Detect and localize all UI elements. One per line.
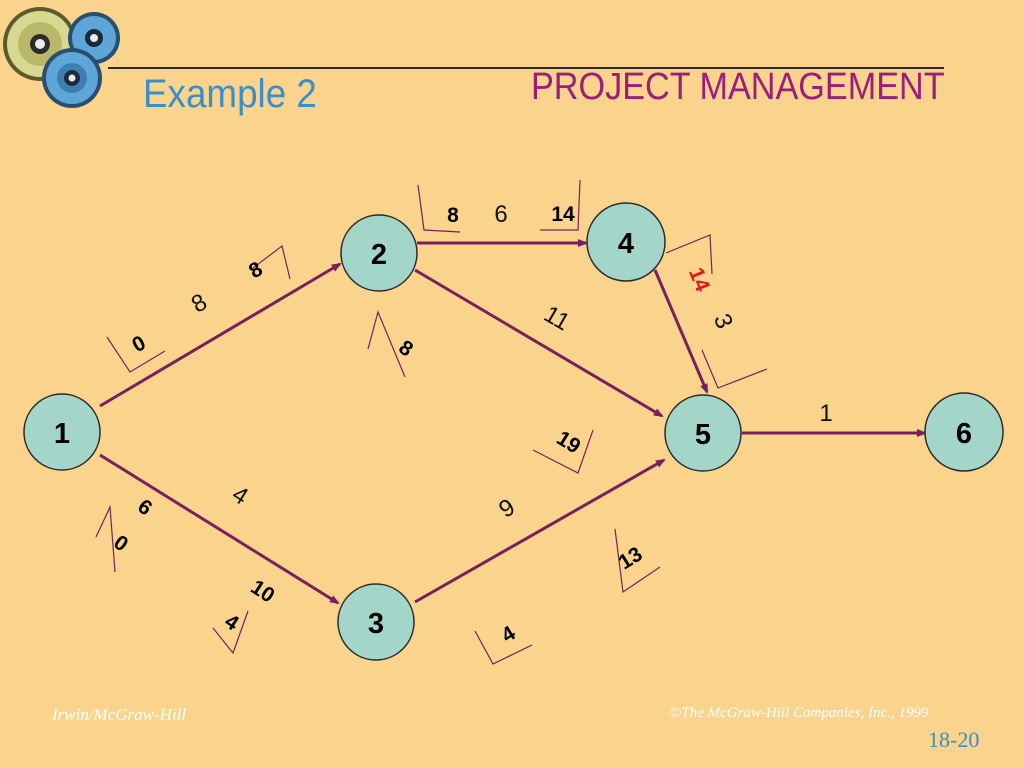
time-bracket [532,429,594,474]
time-bracket [614,528,661,594]
activity-arrow-1-3 [99,453,340,605]
duration-label-1-2: 8 [187,288,212,318]
node-label: 1 [54,418,70,450]
time-bracket [417,184,461,233]
time-label: 8 [447,204,459,227]
time-bracket [474,630,533,665]
node-3: 3 [337,583,415,661]
footer-copyright: ©The McGraw-Hill Companies, Inc., 1999 [670,705,929,721]
node-5: 5 [664,394,742,472]
node-1: 1 [23,393,101,471]
duration-label-2-5: 11 [539,301,574,337]
time-bracket [367,310,406,378]
time-label: 8 [245,257,267,283]
duration-label-1-3: 4 [227,481,253,511]
node-6: 6 [924,392,1004,472]
duration-label-5-6: 1 [819,400,832,427]
time-bracket [106,336,166,373]
activity-arrow-1-2 [99,262,342,408]
time-label: 8 [394,336,417,362]
time-label: 0 [109,531,132,557]
node-label: 6 [956,418,972,450]
time-bracket [665,234,713,275]
time-bracket [540,179,581,231]
time-label: 4 [220,610,243,636]
activity-arrow-2-5 [414,268,664,418]
section-title: PROJECT MANAGEMENT [531,66,945,108]
footer-publisher: Irwin/McGraw-Hill [52,705,187,724]
time-bracket [212,610,249,655]
node-label: 5 [695,419,711,451]
node-label: 4 [618,228,634,260]
header-rule [108,67,944,69]
time-label-highlight: 14 [684,264,714,295]
activity-arrow-4-5 [653,269,709,394]
time-label: 0 [128,331,149,357]
time-bracket [701,349,768,389]
node-label: 3 [368,608,384,640]
time-label: 13 [615,543,647,575]
node-label: 2 [371,239,387,271]
gears-logo [3,7,120,108]
gear-icon [42,48,102,108]
page-number: 18-20 [928,727,980,752]
time-label: 19 [552,427,584,459]
time-bracket [95,504,116,573]
node-2: 2 [340,214,418,292]
duration-label-2-4: 6 [494,201,507,228]
time-label: 6 [133,495,156,521]
node-4: 4 [586,202,666,282]
slide-title: Example 2 [143,72,317,116]
gear-icon [68,12,120,64]
time-label: 4 [498,621,520,647]
time-bracket [252,244,291,280]
duration-label-3-5: 9 [494,494,520,524]
duration-label-4-5: 3 [708,310,738,333]
time-label: 10 [246,576,278,608]
time-label: 14 [551,203,575,226]
activity-arrow-3-5 [414,458,666,604]
